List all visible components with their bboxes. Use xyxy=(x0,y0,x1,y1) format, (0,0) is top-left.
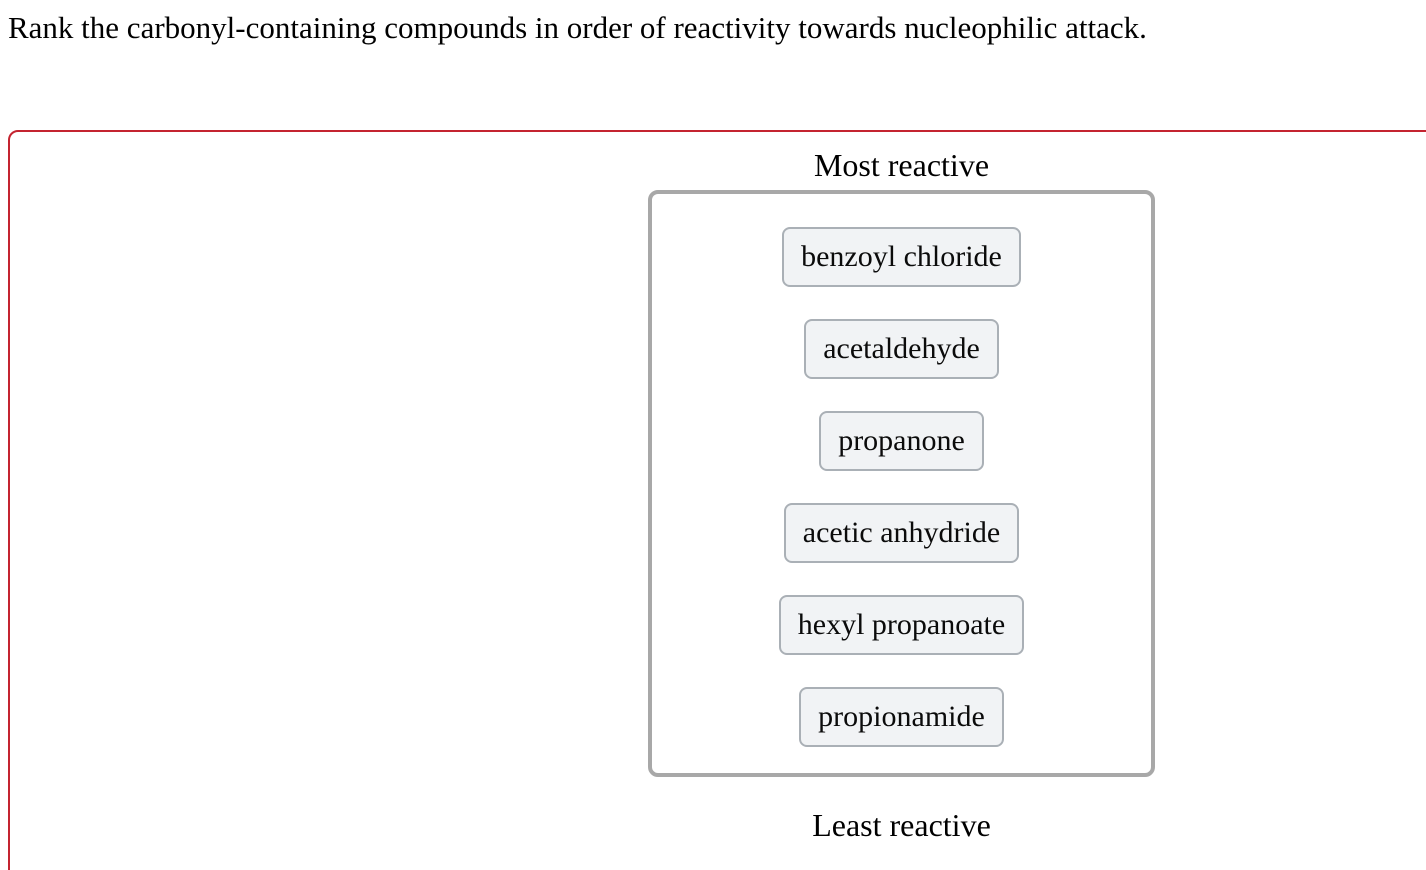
rank-item[interactable]: hexyl propanoate xyxy=(778,595,1025,655)
rank-item[interactable]: benzoyl chloride xyxy=(782,227,1021,287)
rank-item[interactable]: propionamide xyxy=(799,687,1004,747)
least-reactive-label: Least reactive xyxy=(812,807,991,843)
rank-item[interactable]: propanone xyxy=(819,411,984,471)
rank-item[interactable]: acetic anhydride xyxy=(783,503,1020,563)
rank-item[interactable]: acetaldehyde xyxy=(804,319,999,379)
question-prompt: Rank the carbonyl-containing compounds i… xyxy=(8,10,1147,45)
ranking-drop-zone[interactable]: benzoyl chloride acetaldehyde propanone … xyxy=(648,190,1155,777)
most-reactive-label: Most reactive xyxy=(813,147,990,183)
